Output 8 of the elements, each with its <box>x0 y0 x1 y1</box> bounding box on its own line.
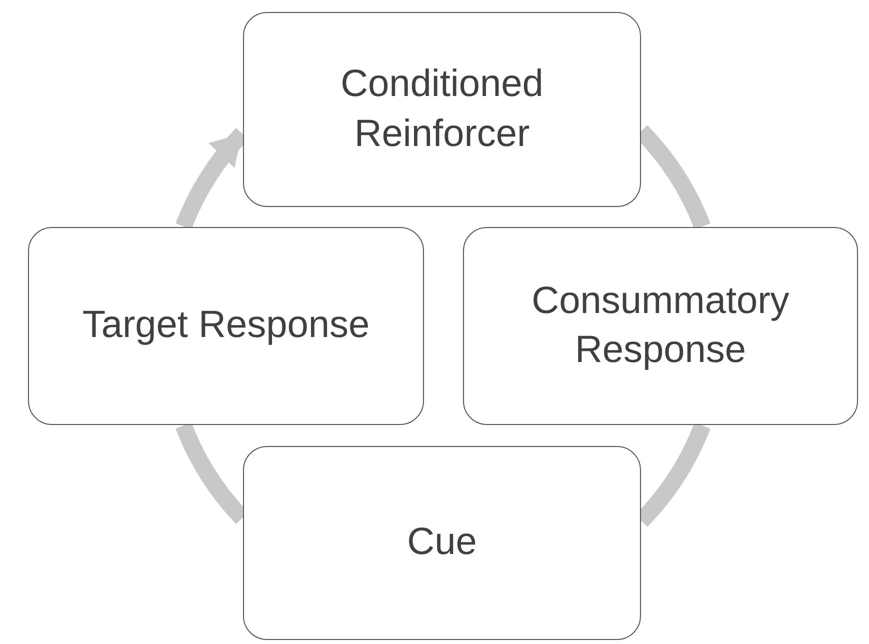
box-label: Cue <box>407 520 477 566</box>
process-box <box>28 227 424 425</box>
process-box <box>243 12 641 207</box>
box-label: Consummatory Response <box>530 278 790 373</box>
process-box <box>243 446 641 640</box>
box-label: Target Response <box>82 303 370 348</box>
process-box <box>463 227 858 425</box>
box-label: Conditioned Reinforcer <box>340 62 544 156</box>
